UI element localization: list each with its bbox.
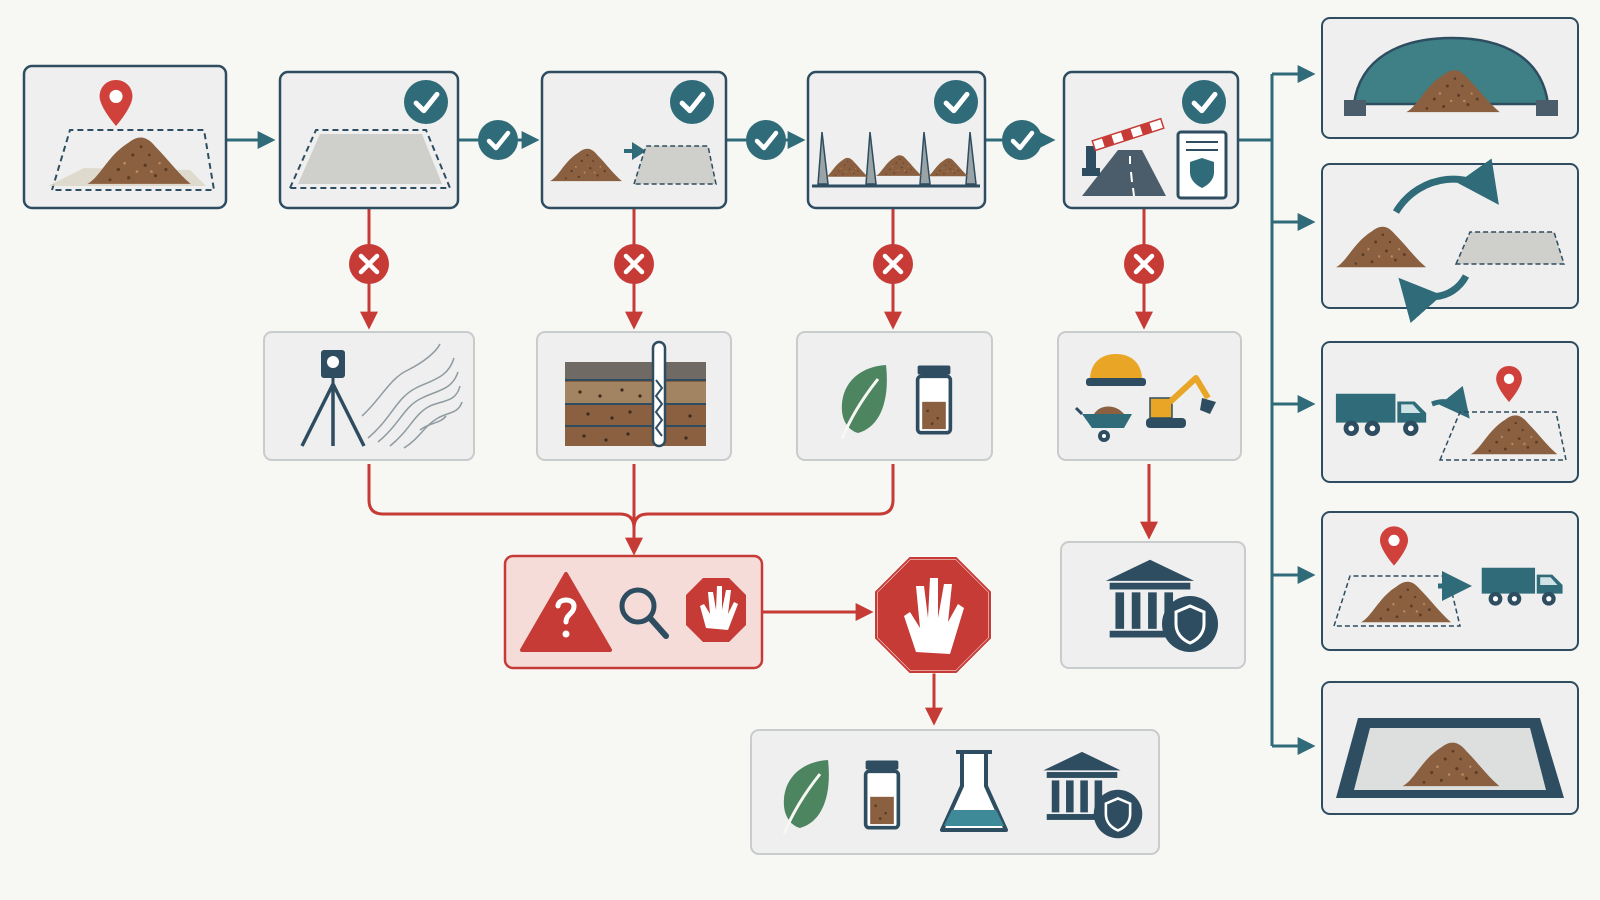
shield-icon [1092, 788, 1144, 840]
approval-check-icon [1002, 120, 1042, 160]
shield-icon [1160, 594, 1220, 654]
rejection-x-icon [1124, 244, 1164, 284]
borehole-probe-icon [651, 340, 667, 448]
hard-hat-icon [1086, 354, 1146, 386]
rotation-arrow-icon [1398, 274, 1470, 324]
stop-hand-icon [686, 578, 746, 642]
authority-panel [1060, 541, 1246, 669]
remediation-panel [750, 729, 1160, 855]
stop-work-sign [874, 556, 992, 674]
survey-tripod-icon [300, 350, 366, 447]
delivery-arrow-icon [1431, 385, 1470, 419]
warning-question-icon [520, 572, 612, 652]
prepared-area-icon [1454, 231, 1566, 265]
main-flow-connectors [226, 120, 1056, 160]
outcome-covered-stockpile [1321, 17, 1579, 139]
review-panel [503, 554, 764, 670]
approval-check-icon [478, 120, 518, 160]
stop-hand-icon [904, 578, 964, 654]
sample-jar-icon [866, 760, 899, 827]
step-storage-bays [806, 70, 987, 210]
outcome-delivery [1321, 341, 1579, 483]
step-site-location [22, 64, 228, 210]
shield-icon [1190, 158, 1214, 188]
prepared-area-icon [298, 134, 442, 184]
road-icon [1082, 150, 1166, 196]
failure-connectors [349, 208, 1164, 726]
check-soil-profile [536, 331, 732, 461]
wheelbarrow-icon [1074, 406, 1132, 442]
check-contamination [796, 331, 993, 461]
outcome-removal [1321, 511, 1579, 651]
outcome-reuse-rotation [1321, 158, 1579, 324]
transfer-arrow-icon [632, 142, 646, 160]
approved-check-icon [1182, 80, 1226, 124]
magnifier-icon [619, 587, 669, 639]
soil-profile-icon [565, 362, 706, 446]
approved-check-icon [934, 80, 978, 124]
outcome-lined-containment [1321, 681, 1579, 815]
lab-flask-icon [940, 750, 1008, 832]
approval-check-icon [746, 120, 786, 160]
rejection-x-icon [873, 244, 913, 284]
rejection-x-icon [614, 244, 654, 284]
check-workforce-equipment [1057, 331, 1242, 461]
approved-check-icon [404, 80, 448, 124]
step-prepared-area [278, 70, 460, 210]
contour-map-icon [361, 343, 463, 449]
rejection-x-icon [349, 244, 389, 284]
rotation-arrow-icon [1393, 158, 1499, 214]
check-survey [263, 331, 475, 461]
step-soil-transfer [540, 70, 728, 210]
prepared-area-icon [632, 145, 717, 185]
excavator-icon [1146, 375, 1216, 428]
step-access-permit [1062, 70, 1240, 210]
sample-jar-icon [918, 365, 951, 432]
approved-check-icon [670, 80, 714, 124]
outcome-branch-connectors [1238, 65, 1316, 755]
barrier-gate-icon [1091, 117, 1165, 152]
